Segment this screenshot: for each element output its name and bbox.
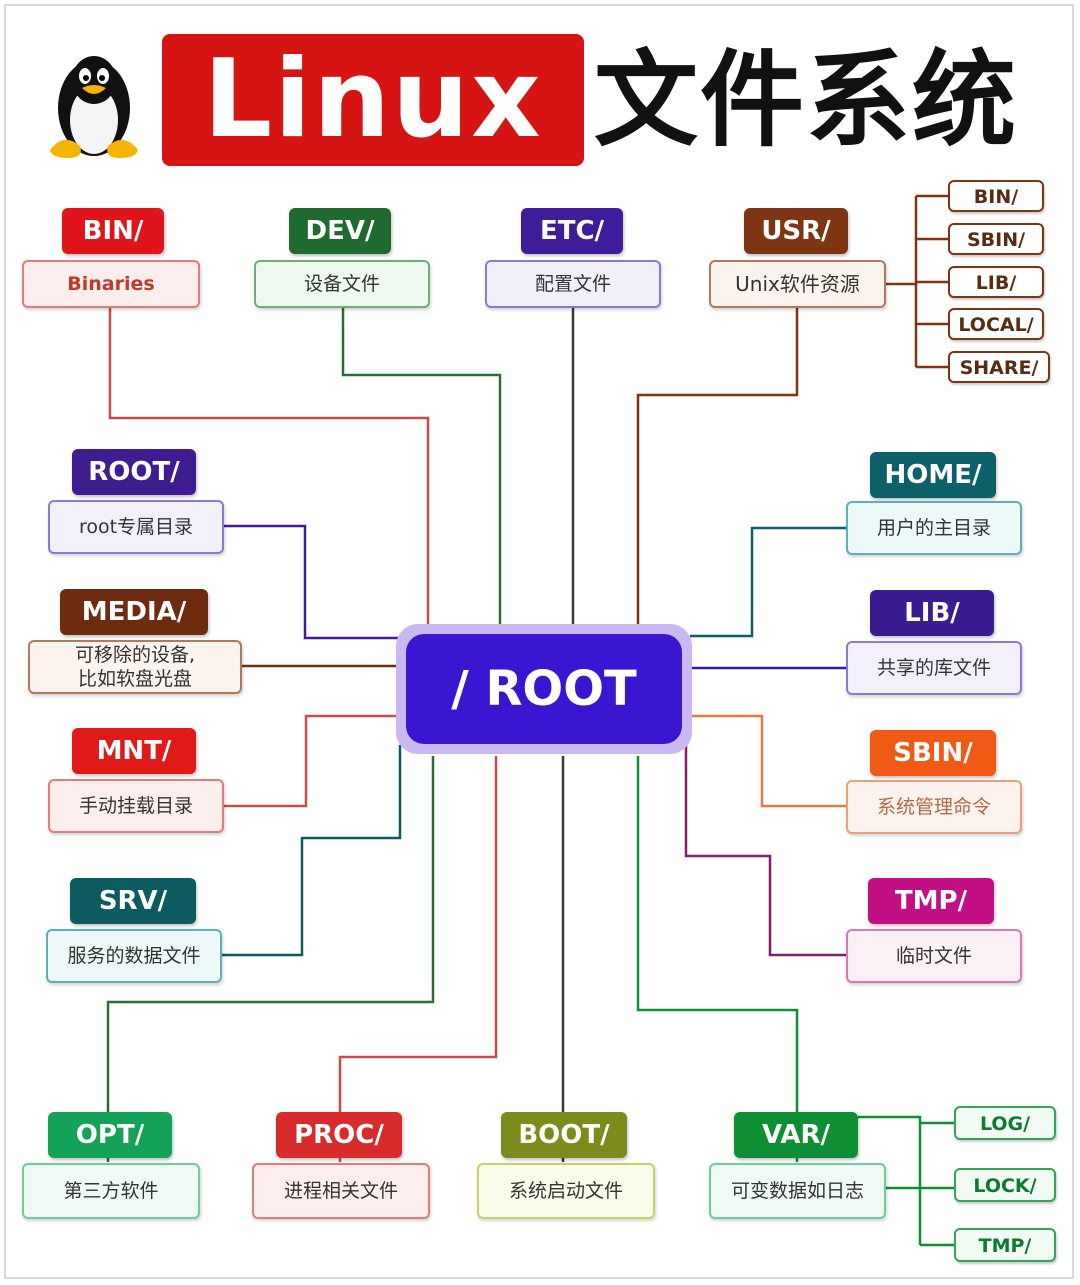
tag-mnt[interactable]: MNT/ (72, 728, 196, 774)
desc-usr: Unix软件资源 (709, 260, 886, 308)
desc-opt: 第三方软件 (22, 1163, 200, 1219)
usr-child-lib[interactable]: LIB/ (948, 266, 1044, 298)
line-proc (338, 756, 498, 1162)
tag-usr[interactable]: USR/ (744, 208, 848, 254)
line-mnt (224, 714, 400, 808)
line-var (636, 756, 799, 1162)
tag-bin[interactable]: BIN/ (62, 208, 164, 254)
tag-home[interactable]: HOME/ (870, 452, 996, 498)
desc-tmp: 临时文件 (846, 929, 1022, 983)
line-dev (341, 308, 502, 632)
page-frame (4, 4, 1074, 1279)
root-node[interactable]: / ROOT (406, 634, 682, 744)
line-tmp (684, 745, 846, 957)
tag-etc[interactable]: ETC/ (521, 208, 623, 254)
usr-child-bin[interactable]: BIN/ (948, 180, 1044, 212)
desc-media: 可移除的设备, 比如软盘光盘 (28, 640, 242, 694)
var-child-lock[interactable]: LOCK/ (954, 1168, 1056, 1202)
tag-boot[interactable]: BOOT/ (501, 1112, 627, 1158)
line-srv (222, 745, 402, 957)
tag-var[interactable]: VAR/ (734, 1112, 858, 1158)
desc-var: 可变数据如日志 (709, 1163, 886, 1219)
tag-proc[interactable]: PROC/ (276, 1112, 402, 1158)
tag-opt[interactable]: OPT/ (48, 1112, 172, 1158)
line-var-children (858, 1115, 954, 1247)
desc-media-line2: 比如软盘光盘 (77, 668, 192, 690)
usr-child-local[interactable]: LOCAL/ (948, 308, 1044, 340)
desc-root: root专属目录 (48, 500, 224, 554)
usr-child-share[interactable]: SHARE/ (948, 351, 1050, 383)
title-filesystem: 文件系统 (594, 39, 1019, 161)
desc-bin: Binaries (22, 260, 200, 308)
tag-dev[interactable]: DEV/ (289, 208, 391, 254)
tag-tmp[interactable]: TMP/ (868, 878, 994, 924)
desc-mnt: 手动挂载目录 (48, 779, 224, 833)
line-sbin (692, 714, 846, 808)
tag-root[interactable]: ROOT/ (72, 449, 196, 495)
line-home (690, 526, 846, 638)
tag-sbin[interactable]: SBIN/ (870, 730, 996, 776)
tux-penguin-icon (50, 56, 138, 158)
line-opt (106, 756, 435, 1162)
desc-proc: 进程相关文件 (252, 1163, 430, 1219)
desc-lib: 共享的库文件 (846, 641, 1022, 695)
line-root (224, 524, 400, 640)
desc-boot: 系统启动文件 (477, 1163, 655, 1219)
desc-srv: 服务的数据文件 (46, 929, 222, 983)
line-bin (108, 308, 430, 640)
line-usr (636, 308, 799, 632)
title-linux: Linux (162, 34, 584, 166)
var-child-log[interactable]: LOG/ (954, 1106, 1056, 1140)
tag-lib[interactable]: LIB/ (870, 590, 994, 636)
desc-sbin: 系统管理命令 (846, 780, 1022, 834)
usr-child-sbin[interactable]: SBIN/ (948, 223, 1044, 255)
tag-media[interactable]: MEDIA/ (60, 589, 208, 635)
desc-media-line1: 可移除的设备, (74, 644, 196, 666)
desc-home: 用户的主目录 (846, 501, 1022, 555)
var-child-tmp[interactable]: TMP/ (954, 1228, 1056, 1262)
tag-srv[interactable]: SRV/ (70, 878, 196, 924)
desc-dev: 设备文件 (254, 260, 430, 308)
desc-etc: 配置文件 (485, 260, 661, 308)
